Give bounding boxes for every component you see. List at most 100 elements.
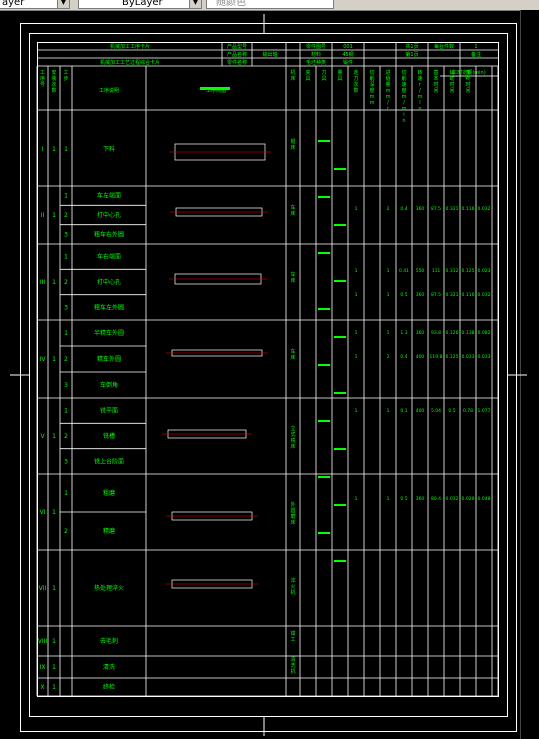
tool-mark <box>318 140 330 142</box>
op-number-2: II <box>41 212 45 219</box>
color-combo-value: 随颜色 <box>216 0 246 8</box>
param-cell: 0.033 <box>462 354 475 360</box>
color-combo[interactable]: 随颜色 <box>206 0 334 9</box>
blank-sketch <box>169 143 271 161</box>
table-grid <box>36 42 499 697</box>
step-description: 精车外圆 <box>97 355 121 363</box>
column-header-c15: 基本时间 <box>433 69 438 94</box>
param-cell: 0.032 <box>478 292 491 298</box>
sketch-op2 <box>170 207 268 217</box>
page-current: 第1页 <box>405 51 418 58</box>
param-cell: 0.032 <box>446 496 459 502</box>
param-cell: 0.126 <box>446 330 459 336</box>
param-cell: 1 <box>355 292 358 298</box>
step-number: 2 <box>64 279 68 286</box>
sketch-op4 <box>166 349 268 357</box>
qty-value: 1 <box>474 44 477 50</box>
param-cell: 0.116 <box>462 206 475 212</box>
param-cell: 1 <box>387 268 390 274</box>
machine-6: 外圆磨床 <box>290 501 295 526</box>
sketch-op3 <box>169 273 267 285</box>
param-cell: 0.023 <box>478 268 491 274</box>
step-description: 铣槽 <box>103 432 115 440</box>
param-cell: 0.048 <box>478 496 491 502</box>
column-header-c17: 准终时间 <box>465 69 470 94</box>
machine-2: 车床 <box>290 204 295 217</box>
param-cell: 1 <box>355 496 358 502</box>
param-cell: 0.312 <box>446 268 459 274</box>
param-cell: 0.4 <box>400 354 407 360</box>
param-cell: 0.116 <box>462 292 475 298</box>
tool-mark <box>334 280 346 282</box>
param-cell: 0.5 <box>448 408 455 414</box>
param-cell: 0.138 <box>462 330 475 336</box>
step-description: 去毛刺 <box>100 637 118 645</box>
step-number: 1 <box>64 193 68 200</box>
part-no-label: 零件图号 <box>306 43 326 50</box>
op-number-7: VII <box>39 585 47 592</box>
tool-mark <box>334 448 346 450</box>
machine-3: 车床 <box>290 271 295 284</box>
material-value: 45钢 <box>342 51 353 58</box>
param-cell: 360 <box>416 496 425 502</box>
step-number: 1 <box>64 490 68 497</box>
tool-mark <box>318 196 330 198</box>
param-cell: 1 <box>355 330 358 336</box>
chevron-down-icon[interactable]: ▼ <box>189 0 201 8</box>
step-number: 3 <box>64 458 68 465</box>
step-description: 车左端面 <box>97 192 121 200</box>
param-cell: 400 <box>416 408 425 414</box>
column-header-c4: 工序说明 <box>99 87 119 94</box>
chevron-down-icon[interactable]: ▼ <box>57 0 69 8</box>
tool-mark <box>318 476 330 478</box>
step-number: 1 <box>64 408 68 415</box>
param-cell: 0.4 <box>400 206 407 212</box>
param-cell: 0.029 <box>462 496 475 502</box>
machine-9: 清洗机 <box>290 656 295 675</box>
op-number-3: III <box>40 279 46 286</box>
step-description: 粗车右外圆 <box>94 230 124 238</box>
tool-mark <box>318 364 330 366</box>
machine-7: 淬火机 <box>290 577 295 596</box>
step-description: 下料 <box>103 145 115 153</box>
param-cell: 360 <box>416 330 425 336</box>
param-cell: 0.41 <box>399 268 409 274</box>
param-cell: 400 <box>416 354 425 360</box>
op-number-5: V <box>40 433 45 440</box>
param-cell: 0.125 <box>446 354 459 360</box>
step-number: 3 <box>64 304 68 311</box>
param-cell: 0.321 <box>446 206 459 212</box>
param-cell: 1 <box>387 496 390 502</box>
install-count-3: 1 <box>52 279 56 286</box>
param-cell: 0.5 <box>400 292 407 298</box>
step-description: 铣上台阶面 <box>94 457 124 465</box>
op-number-9: IX <box>40 664 46 671</box>
op-number-6: VI <box>40 509 46 516</box>
param-cell: 360 <box>416 206 425 212</box>
page-total: 共1页 <box>405 43 418 50</box>
step-number: 3 <box>64 382 68 389</box>
step-description: 车倒角 <box>100 381 118 389</box>
part-name-label: 零件名称 <box>227 59 247 66</box>
sketch-op6 <box>166 511 258 521</box>
column-header-c9: 量具 <box>337 69 342 82</box>
blank-type-value: 锻件 <box>343 59 353 66</box>
param-cell: 0.125 <box>462 268 475 274</box>
step-description: 半精车外圆 <box>94 329 124 337</box>
op-number-8: VIII <box>38 638 48 645</box>
tool-mark <box>334 336 346 338</box>
install-count-8: 1 <box>52 638 56 645</box>
linetype-combo[interactable]: ByLayer ▼ <box>78 0 202 9</box>
install-count-9: 1 <box>52 664 56 671</box>
product-model-label: 产品型号 <box>227 43 247 50</box>
sketch-op5 <box>162 429 252 439</box>
step-number: 2 <box>64 528 68 535</box>
step-number: 1 <box>64 254 68 261</box>
layer-combo[interactable]: ayer ▼ <box>0 0 70 9</box>
step-description: 车右端面 <box>97 253 121 261</box>
layer-combo-value: ayer <box>2 0 25 8</box>
tool-mark <box>318 532 330 534</box>
column-header-c5: 工序简图 <box>206 87 226 94</box>
